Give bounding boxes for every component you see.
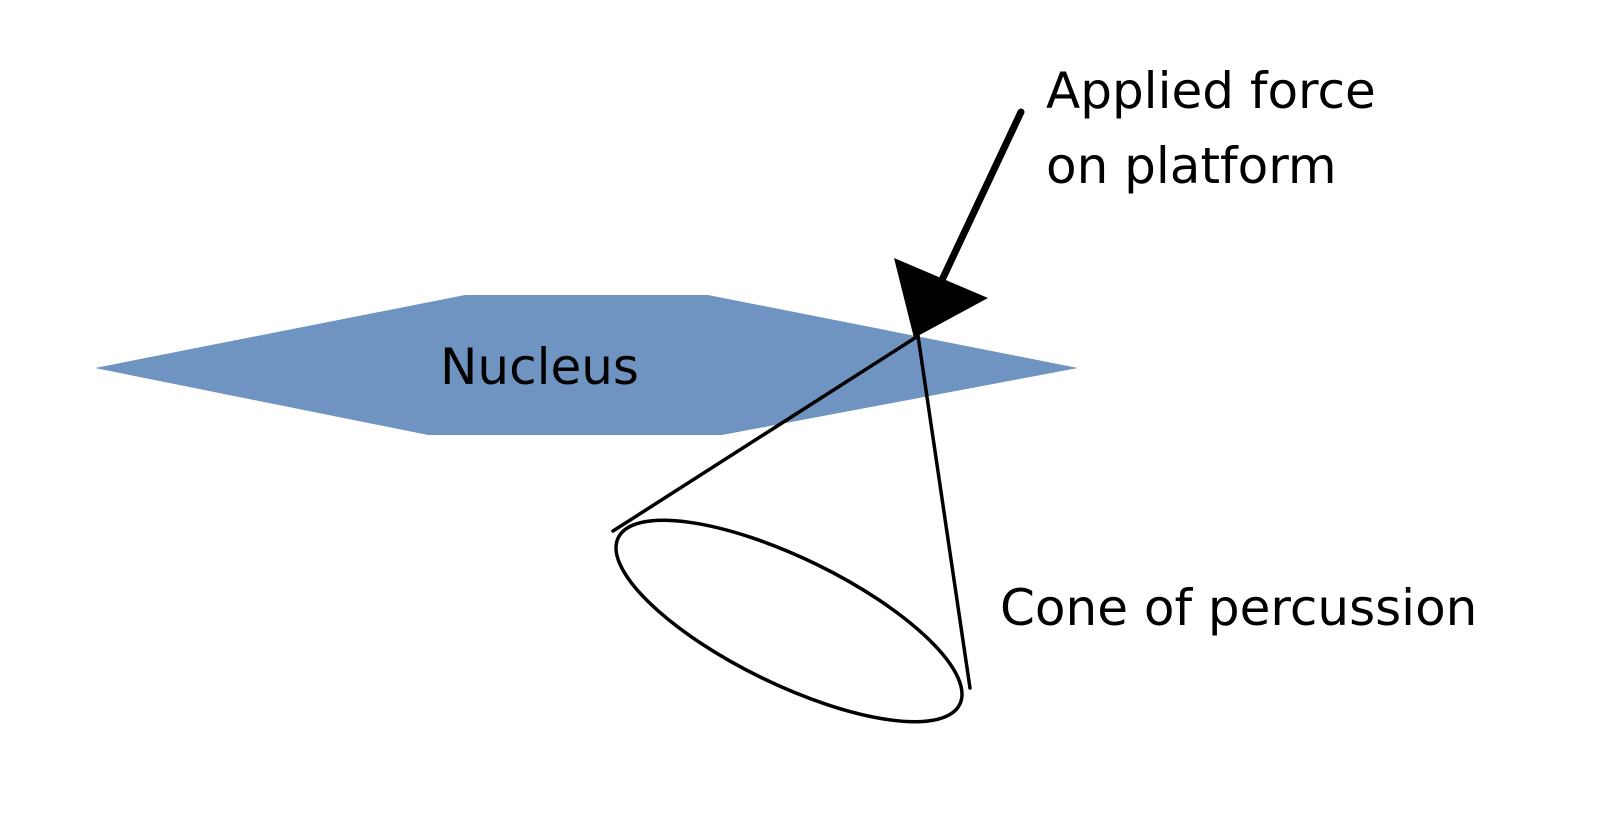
arrow-shaft [938,108,1025,284]
nucleus-label: Nucleus [440,338,639,396]
cone-base-ellipse [614,518,964,724]
cone-right-edge [916,334,972,690]
cone-label: Cone of percussion [1000,579,1477,637]
applied-force-label-line1: Applied force [1046,62,1376,120]
applied-force-arrow [894,108,1025,338]
applied-force-label-line2: on platform [1046,137,1337,195]
cone-left-edge [611,334,920,533]
nucleus-shape [95,295,1078,435]
arrow-head [894,258,988,338]
cone-of-percussion [611,334,972,724]
